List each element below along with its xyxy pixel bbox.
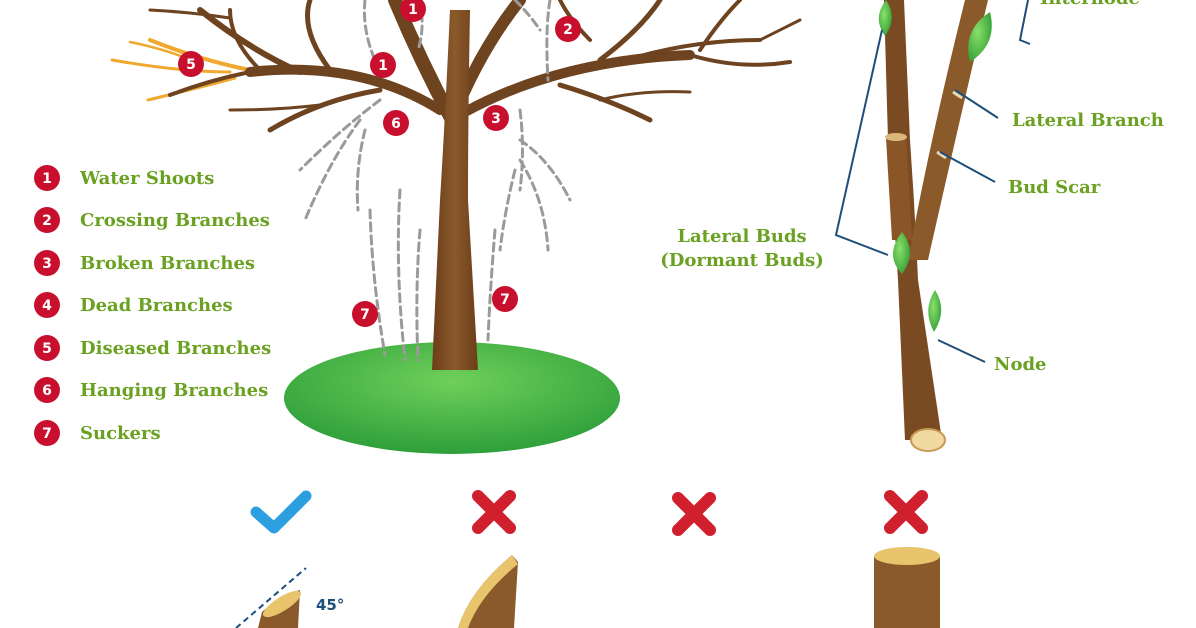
label-lateral-buds: Lateral Buds <box>677 226 806 247</box>
svg-text:1: 1 <box>42 171 52 187</box>
lateral-bud <box>893 232 910 274</box>
lateral-branch-shape <box>908 0 988 260</box>
svg-text:2: 2 <box>42 213 52 229</box>
svg-text:Suckers: Suckers <box>80 423 161 444</box>
svg-text:3: 3 <box>491 111 501 127</box>
pruning-dashed-lines <box>298 0 572 362</box>
cut-examples: 45° <box>235 490 940 628</box>
tree-trunk <box>432 10 478 370</box>
svg-text:6: 6 <box>42 383 52 399</box>
legend-item-suckers: 7 Suckers <box>34 420 161 446</box>
marker-suckers-left: 7 <box>352 301 378 327</box>
svg-text:7: 7 <box>500 292 510 308</box>
cross-icon <box>884 490 928 534</box>
correct-cut-stub: 45° <box>235 567 344 628</box>
main-stem <box>884 0 942 440</box>
check-icon <box>250 490 312 534</box>
steep-cut-stub <box>458 555 518 628</box>
legend-item-crossing-branches: 2 Crossing Branches <box>34 207 270 233</box>
svg-text:Hanging Branches: Hanging Branches <box>80 380 268 401</box>
marker-crossing-top: 2 <box>555 16 581 42</box>
label-dormant-buds: (Dormant Buds) <box>660 250 824 271</box>
lawn-mound <box>284 342 620 454</box>
legend-item-diseased-branches: 5 Diseased Branches <box>34 335 271 361</box>
cut-end <box>910 428 946 452</box>
stub-branch <box>886 134 912 240</box>
svg-text:Broken Branches: Broken Branches <box>80 253 255 274</box>
label-lateral-branch: Lateral Branch <box>1012 110 1164 131</box>
legend-item-hanging-branches: 6 Hanging Branches <box>34 377 268 403</box>
tree-markers: 1 2 5 1 6 3 7 <box>178 0 581 327</box>
cross-icon <box>472 490 516 534</box>
svg-text:Diseased Branches: Diseased Branches <box>80 338 271 359</box>
legend-item-water-shoots: 1 Water Shoots <box>34 165 214 191</box>
svg-text:7: 7 <box>360 307 370 323</box>
svg-text:Crossing Branches: Crossing Branches <box>80 210 270 231</box>
angle-label: 45° <box>316 596 344 614</box>
node-bud <box>928 290 942 332</box>
svg-text:3: 3 <box>42 256 52 272</box>
svg-text:5: 5 <box>186 57 196 73</box>
legend-item-broken-branches: 3 Broken Branches <box>34 250 255 276</box>
svg-text:7: 7 <box>42 426 52 442</box>
tree-branches <box>148 0 802 133</box>
label-node: Node <box>994 354 1047 375</box>
svg-text:6: 6 <box>391 116 401 132</box>
marker-water-shoots-top: 1 <box>400 0 426 22</box>
svg-text:5: 5 <box>42 341 52 357</box>
legend: 1 Water Shoots 2 Crossing Branches 3 Bro… <box>34 165 271 446</box>
marker-broken: 3 <box>483 105 509 131</box>
svg-text:2: 2 <box>563 22 573 38</box>
bud-top-left <box>878 0 892 36</box>
svg-text:4: 4 <box>42 298 52 314</box>
legend-item-dead-branches: 4 Dead Branches <box>34 292 233 318</box>
marker-water-shoots-mid: 1 <box>370 52 396 78</box>
branch-anatomy: Internode Lateral Branch Bud Scar Latera… <box>660 0 1164 452</box>
marker-suckers-right: 7 <box>492 286 518 312</box>
flat-cut-stub <box>874 547 940 628</box>
svg-text:1: 1 <box>408 2 418 18</box>
svg-text:1: 1 <box>378 58 388 74</box>
marker-hanging: 6 <box>383 110 409 136</box>
bud-top-right <box>968 12 992 62</box>
cross-icon <box>672 492 716 536</box>
svg-text:Dead Branches: Dead Branches <box>80 295 233 316</box>
label-internode: Internode <box>1040 0 1140 9</box>
leader-lines <box>834 0 1031 363</box>
svg-text:Water Shoots: Water Shoots <box>79 168 214 189</box>
marker-diseased: 5 <box>178 51 204 77</box>
label-bud-scar: Bud Scar <box>1008 177 1101 198</box>
tree-illustration: 1 2 5 1 6 3 7 <box>110 0 802 454</box>
